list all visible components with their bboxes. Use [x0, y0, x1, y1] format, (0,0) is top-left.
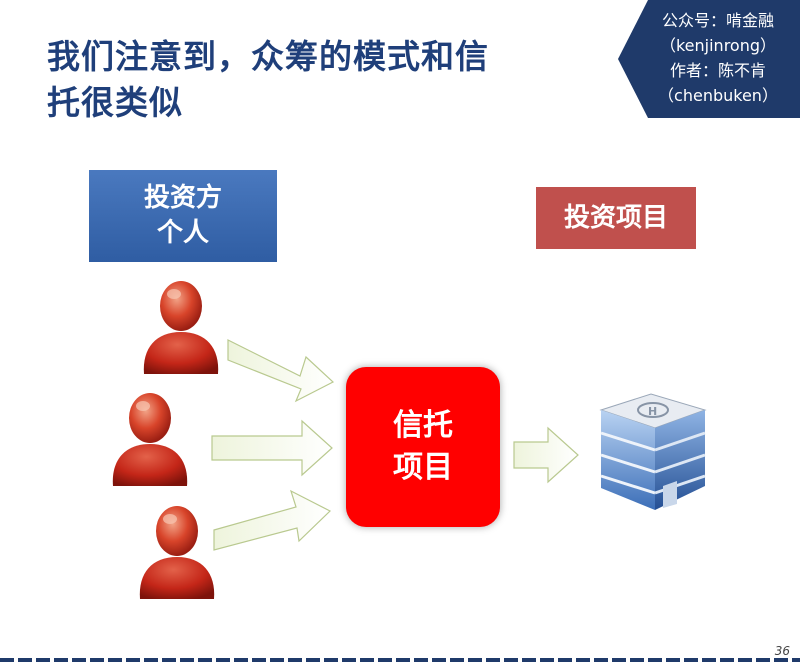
page-number: 36 — [774, 644, 790, 658]
badge-line-3: 作者：陈不肯 — [669, 61, 766, 80]
right-arrow-icon — [227, 339, 335, 403]
title-line-2: 托很类似 — [47, 83, 183, 122]
badge-line-4: （chenbuken） — [658, 86, 778, 105]
right-arrow-icon — [513, 426, 579, 484]
right-arrow-icon — [211, 419, 333, 477]
trust-label-line-1: 信托 — [393, 408, 453, 443]
investor-label-line-1: 投资方 — [143, 183, 222, 213]
trust-project-box: 信托 项目 — [346, 367, 500, 527]
footer-divider — [0, 658, 800, 662]
author-badge-text: 公众号：啃金融 （kenjinrong） 作者：陈不肯 （chenbuken） — [636, 8, 800, 108]
author-badge — [618, 0, 800, 118]
person-icon — [112, 393, 188, 486]
investment-project-label: 投资项目 — [563, 202, 668, 233]
badge-line-1: 公众号：啃金融 — [661, 11, 774, 30]
person-icon — [139, 506, 215, 599]
trust-label-line-2: 项目 — [393, 450, 453, 485]
investment-project-box: 投资项目 — [536, 187, 696, 249]
right-arrow-icon — [213, 489, 332, 551]
page-title: 我们注意到，众筹的模式和信 托很类似 — [47, 34, 517, 126]
investor-label-line-2: 个人 — [156, 218, 209, 248]
investor-box: 投资方 个人 — [89, 170, 277, 262]
svg-text:H: H — [648, 405, 657, 418]
badge-line-2: （kenjinrong） — [659, 36, 777, 55]
title-line-1: 我们注意到，众筹的模式和信 — [47, 37, 489, 76]
office-building-icon: H — [599, 393, 707, 510]
person-icon — [143, 281, 219, 374]
